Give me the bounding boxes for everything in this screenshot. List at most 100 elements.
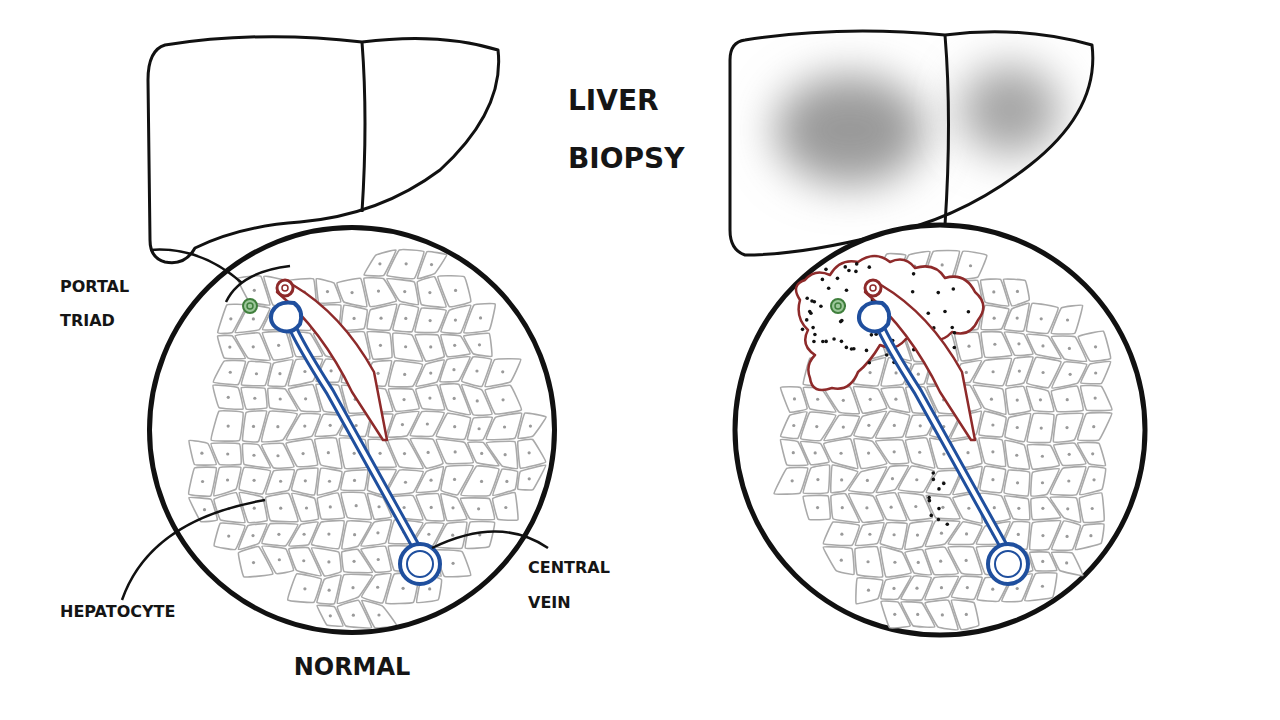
hepatocyte-nucleus — [454, 318, 457, 321]
hepatocyte-nucleus — [867, 451, 870, 454]
hepatocyte-nucleus — [377, 558, 380, 561]
hepatocyte-nucleus — [304, 479, 307, 482]
hepatocyte-nucleus — [940, 532, 943, 535]
hepatocyte-nucleus — [328, 480, 331, 483]
hepatocyte-nucleus — [229, 371, 232, 374]
hepatocyte-nucleus — [841, 506, 844, 509]
hepatocyte-cell — [1050, 497, 1080, 522]
hepatocyte-nucleus — [504, 506, 507, 509]
inflammatory-cell — [840, 340, 844, 344]
inflammatory-cell — [927, 496, 931, 500]
inflammatory-cell — [931, 471, 935, 475]
hepatocyte-nucleus — [1066, 398, 1069, 401]
hepatocyte-nucleus — [1068, 453, 1071, 456]
hepatocyte-nucleus — [453, 478, 456, 481]
hepatocyte-nucleus — [377, 290, 380, 293]
hepatocyte-nucleus — [893, 450, 896, 453]
inflammatory-cell — [821, 278, 825, 282]
inflammatory-cell — [827, 286, 831, 290]
hepatocyte-nucleus — [403, 452, 406, 455]
hepatocyte-nucleus — [404, 317, 407, 320]
hepatocyte-nucleus — [1017, 507, 1020, 510]
hepatocyte-cell — [1004, 496, 1029, 520]
hepatocyte-nucleus — [429, 319, 432, 322]
hepatocyte-nucleus — [815, 425, 818, 428]
hepatocyte-nucleus — [842, 425, 845, 428]
hepatocyte-nucleus — [350, 291, 353, 294]
hepatocyte-nucleus — [480, 452, 483, 455]
inflammatory-cell — [929, 514, 933, 518]
hepatocyte-nucleus — [1065, 561, 1068, 564]
hepatocyte-cell — [1052, 362, 1087, 388]
hepatocyte-cell — [486, 441, 517, 468]
hepatocyte-cell — [856, 578, 883, 604]
hepatocyte-nucleus — [840, 559, 843, 562]
hepatocyte-cell — [1052, 552, 1083, 575]
inflammatory-cell — [953, 331, 957, 335]
hepatocyte-nucleus — [429, 479, 432, 482]
hepatocyte-nucleus — [816, 478, 819, 481]
hepatocyte-cell — [317, 493, 344, 519]
hepatocyte-nucleus — [894, 398, 897, 401]
hepatocyte-nucleus — [355, 504, 358, 507]
hepatocyte-cell — [1078, 443, 1106, 466]
hepatocyte-cell — [1027, 413, 1054, 442]
hepatocyte-nucleus — [914, 505, 917, 508]
hepatocyte-cell — [239, 493, 267, 523]
hepatocyte-nucleus — [991, 478, 994, 481]
hepatocyte-nucleus — [228, 345, 231, 348]
hepatocyte-cell — [876, 411, 910, 438]
hepatocyte-cell — [1051, 305, 1082, 334]
hepatocyte-nucleus — [403, 290, 406, 293]
lobe-divider — [362, 42, 365, 212]
hepatocyte-nucleus — [475, 369, 478, 372]
hepatocyte-cell — [518, 413, 546, 438]
hepatocyte-nucleus — [891, 477, 894, 480]
hepatocyte-cell — [464, 304, 495, 333]
hepatocyte-nucleus — [326, 290, 329, 293]
hepatocyte-nucleus — [867, 589, 870, 592]
hepatocyte-cell — [417, 251, 446, 278]
inflammatory-cell — [953, 346, 957, 350]
hepatocyte-cell — [1078, 413, 1112, 441]
hepatocyte-nucleus — [1039, 398, 1042, 401]
inflammatory-cell — [847, 269, 851, 273]
artery-section — [865, 280, 881, 296]
hepatocyte-nucleus — [503, 425, 506, 428]
hepatocyte-nucleus — [1094, 371, 1097, 374]
hepatocyte-cell — [485, 359, 521, 387]
hepatocyte-nucleus — [327, 560, 330, 563]
hepatocyte-cell — [239, 467, 270, 494]
inflammatory-cell — [943, 310, 947, 314]
hepatocyte-nucleus — [1041, 481, 1044, 484]
bracket-arc — [226, 266, 290, 302]
hepatocyte-nucleus — [919, 424, 922, 427]
hepatocyte-nucleus — [917, 373, 920, 376]
hepatocyte-nucleus — [279, 397, 282, 400]
hepatocyte-nucleus — [501, 370, 504, 373]
hepatocyte-cell — [211, 411, 243, 441]
inflammatory-cell — [801, 328, 805, 332]
hepatocyte-cell — [955, 251, 987, 279]
hepatocyte-nucleus — [916, 533, 919, 536]
hepatocyte-nucleus — [1018, 369, 1021, 372]
inflammatory-cell — [912, 272, 916, 276]
hepatocyte-nucleus — [352, 560, 355, 563]
hepatocyte-nucleus — [865, 506, 868, 509]
vein-channel — [878, 322, 1003, 545]
vein-lumen — [290, 322, 415, 545]
hepatocyte-nucleus — [993, 317, 996, 320]
hepatocyte-nucleus — [227, 396, 230, 399]
inflammatory-cell — [808, 310, 812, 314]
central-vein-lumen — [407, 551, 433, 577]
hepatocyte-nucleus — [253, 397, 256, 400]
hepatocyte-cell — [388, 389, 419, 412]
callout-label: HEPATOCYTE — [60, 600, 210, 624]
hepatocyte-nucleus — [405, 262, 408, 265]
hepatocyte-nucleus — [479, 316, 482, 319]
hepatocyte-nucleus — [329, 424, 332, 427]
hepatocyte-nucleus — [376, 586, 379, 589]
hepatocyte-nucleus — [1069, 373, 1072, 376]
hepatocyte-cell — [951, 600, 978, 630]
hepatocyte-cell — [1081, 385, 1112, 410]
